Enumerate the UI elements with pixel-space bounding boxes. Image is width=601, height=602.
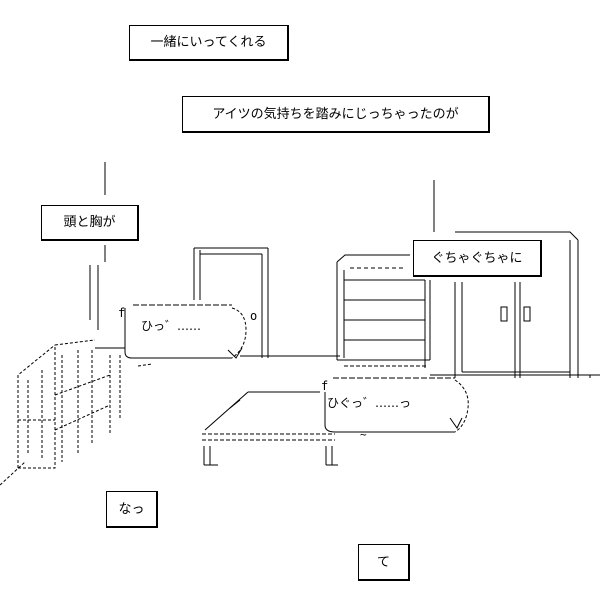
svg-text:~: ~ [360, 428, 367, 441]
speech-bubble-1-outline [124, 304, 247, 367]
speech-bubble-2-outline [324, 377, 469, 433]
left-shelf-solid [89, 265, 125, 349]
bookcase [336, 254, 431, 368]
wardrobe [430, 231, 600, 378]
caption-box-6: て [358, 544, 410, 581]
svg-text:f: f [321, 379, 328, 393]
svg-text:o: o [250, 309, 257, 323]
speech-bubble-1-text: ひっ゛…… [141, 319, 202, 333]
left-shelf [0, 339, 121, 486]
caption-box-4: ぐちゃぐちゃに [413, 240, 542, 277]
speech-bubble-2-text: ひぐっ゛……っ [327, 396, 412, 410]
caption-box-2: アイツの気持ちを踏みにじっちゃったのが [182, 96, 490, 133]
caption-box-5: なっ [106, 491, 158, 528]
caption-box-3: 頭と胸が [41, 205, 139, 241]
doorway [193, 247, 340, 358]
svg-text:f: f [118, 306, 125, 320]
low-table [202, 391, 338, 466]
caption-box-1: 一緒にいってくれる [129, 25, 289, 61]
